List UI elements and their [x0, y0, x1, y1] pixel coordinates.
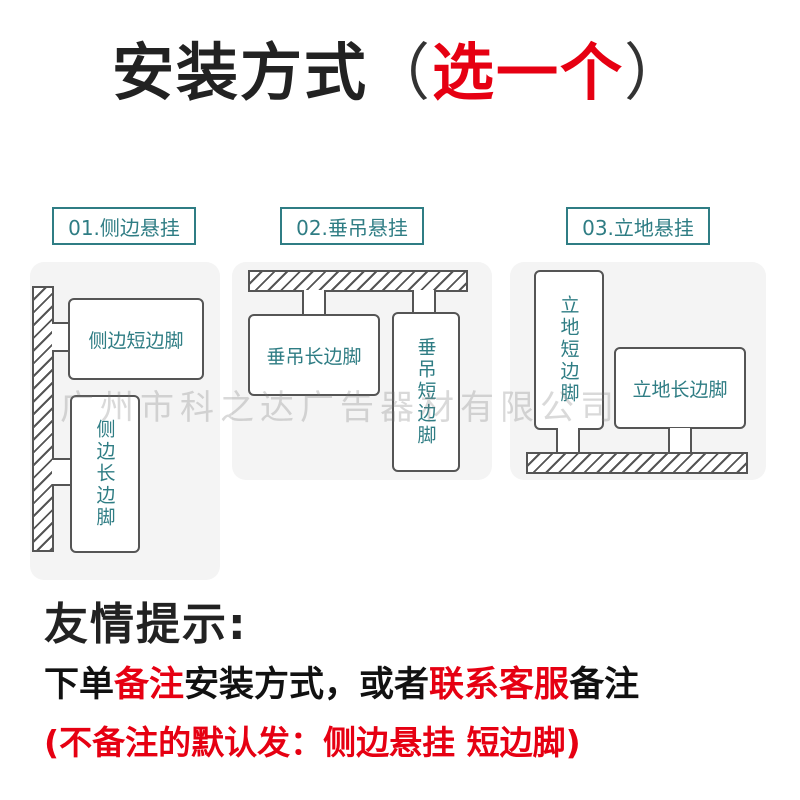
method-label-side: 01.侧边悬挂: [52, 207, 196, 245]
card-side-short: 侧边短边脚: [68, 298, 204, 380]
side-short-bracket: [52, 322, 72, 352]
ceiling-long-bracket: [302, 290, 326, 316]
title-highlight: 选一个: [432, 36, 625, 109]
tip-seg-remark-2: 备注: [569, 665, 640, 705]
tip-seg-remark: 备注: [114, 665, 185, 705]
floor-base: [526, 452, 748, 474]
title-paren-open: （: [367, 36, 432, 109]
floor-short-bracket: [556, 428, 580, 454]
page-title: 安装方式（选一个）: [0, 28, 800, 118]
ceiling-short-bracket: [412, 290, 436, 314]
side-wall: [32, 286, 54, 552]
tip-seg-contact: 联系客服: [429, 665, 570, 705]
method-label-hanging: 02.垂吊悬挂: [280, 207, 424, 245]
card-floor-short: 立地短边脚: [534, 270, 604, 430]
floor-long-bracket: [668, 428, 692, 454]
tip-default-note: (不备注的默认发：侧边悬挂 短边脚): [44, 723, 581, 762]
ceiling-beam: [248, 270, 468, 292]
method-label-floor: 03.立地悬挂: [566, 207, 710, 245]
card-side-long: 侧边长边脚: [70, 395, 140, 553]
title-main: 安装方式: [111, 36, 368, 109]
tip-seg-order: 下单: [44, 665, 115, 705]
tip-seg-method: 安装方式，或者: [184, 665, 430, 705]
card-hanging-short: 垂吊短边脚: [392, 312, 460, 472]
card-floor-long: 立地长边脚: [614, 347, 746, 429]
side-long-bracket: [52, 458, 72, 486]
tip-instruction: 下单备注安装方式，或者联系客服备注: [44, 656, 639, 707]
title-paren-close: ）: [624, 36, 689, 109]
tip-heading: 友情提示:: [44, 599, 248, 650]
card-hanging-long: 垂吊长边脚: [248, 314, 380, 396]
